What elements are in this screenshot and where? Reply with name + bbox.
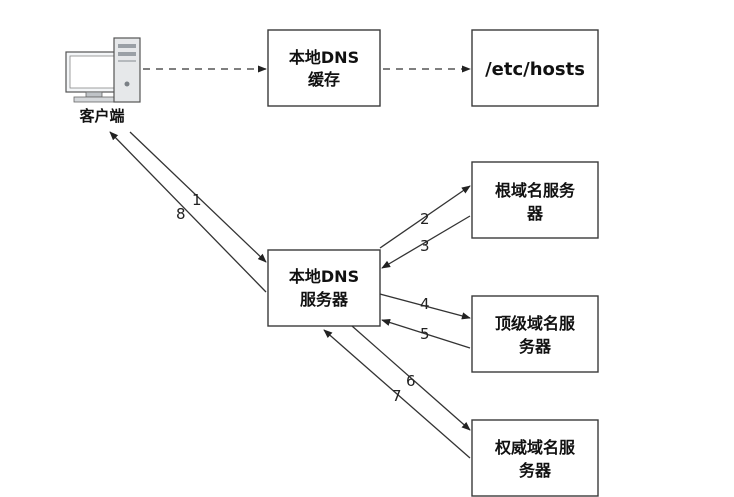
step-2-arrow	[379, 185, 471, 249]
root-dns-server-line1: 根域名服务	[495, 181, 576, 200]
step-3-label: 3	[420, 237, 430, 255]
client-computer-icon	[65, 37, 141, 103]
tld-server-line2: 务器	[519, 337, 552, 356]
step-8-label: 8	[176, 205, 186, 223]
local-dns-cache-line1: 本地DNS	[289, 48, 359, 67]
step-7-label: 7	[392, 387, 402, 405]
tld-server-box: 顶级域名服 务器	[471, 295, 599, 373]
authoritative-server-line1: 权威域名服	[494, 438, 576, 457]
etc-hosts-label: /etc/hosts	[485, 59, 585, 80]
local-dns-server-line1: 本地DNS	[289, 267, 359, 286]
step-7-arrow	[323, 329, 471, 459]
step-1-arrow	[129, 131, 267, 263]
step-8-arrow	[109, 131, 267, 293]
step-3-arrow	[381, 215, 471, 269]
step-6-arrow	[351, 325, 471, 431]
step-6-label: 6	[406, 372, 416, 390]
tld-server-line1: 顶级域名服	[495, 314, 576, 333]
local-dns-cache-line2: 缓存	[307, 70, 340, 89]
step-5-label: 5	[420, 325, 430, 343]
local-dns-server-line2: 服务器	[300, 290, 349, 309]
client-label: 客户端	[78, 107, 124, 125]
authoritative-server-line2: 务器	[519, 461, 552, 480]
root-dns-server-line2: 器	[526, 204, 544, 223]
step-2-label: 2	[420, 210, 430, 228]
step-5-arrow	[381, 319, 471, 349]
root-dns-server-box: 根域名服务 器	[471, 161, 599, 239]
authoritative-server-box: 权威域名服 务器	[471, 419, 599, 497]
step-4-label: 4	[420, 295, 430, 313]
step-1-label: 1	[192, 191, 202, 209]
step-4-arrow	[379, 293, 471, 320]
etc-hosts-box: /etc/hosts	[471, 29, 599, 107]
local-dns-server-box: 本地DNS 服务器	[267, 249, 381, 327]
local-dns-cache-box: 本地DNS 缓存	[267, 29, 381, 107]
